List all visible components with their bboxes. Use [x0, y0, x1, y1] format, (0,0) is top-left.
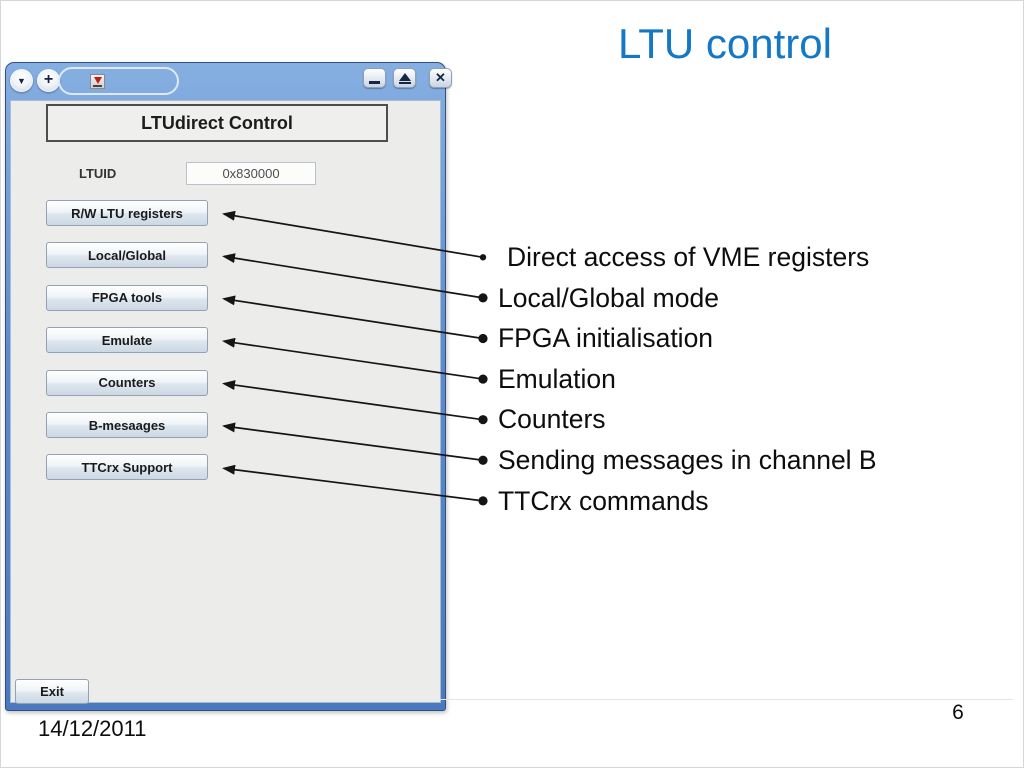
button-b-mesaages[interactable]: B-mesaages [46, 412, 208, 438]
maximize-icon [398, 72, 411, 84]
button-ttcrx-support[interactable]: TTCrx Support [46, 454, 208, 481]
bullet-item: TTCrx commands [498, 485, 709, 516]
close-icon: ✕ [435, 70, 446, 85]
maximize-button[interactable] [393, 68, 416, 88]
minimize-button[interactable] [363, 68, 386, 88]
bullet-item: Direct access of VME registers [507, 242, 870, 272]
button-fpga-tools[interactable]: FPGA tools [46, 284, 208, 311]
bullet-item: Sending messages in channel B [498, 444, 877, 475]
bullet-item: FPGA initialisation [498, 323, 714, 354]
ltuid-field[interactable] [186, 162, 316, 185]
window-menu-button[interactable]: ▼ [10, 69, 33, 92]
bullet-item: Counters [498, 404, 606, 435]
slide-title: LTU control [618, 20, 832, 67]
chevron-down-icon: ▼ [17, 75, 26, 86]
applet-icon [90, 73, 105, 89]
footer-divider [440, 699, 1013, 700]
window-body [10, 100, 441, 703]
window-tab[interactable] [58, 67, 179, 95]
page-number: 6 [952, 701, 964, 724]
button-counters[interactable]: Counters [46, 369, 208, 396]
ltu-window: ▼ + ✕ LTUdirect Control LTUID R/W LTU re… [5, 62, 452, 711]
window-titlebar[interactable]: ▼ + ✕ [6, 63, 452, 100]
minimize-icon [369, 81, 380, 84]
button-r-w-ltu-registers[interactable]: R/W LTU registers [46, 200, 208, 226]
button-emulate[interactable]: Emulate [46, 327, 208, 354]
button-local-global[interactable]: Local/Global [46, 242, 208, 269]
close-button[interactable]: ✕ [429, 68, 452, 88]
exit-button[interactable]: Exit [15, 679, 89, 704]
window-plus-button[interactable]: + [37, 69, 60, 92]
ltuid-label: LTUID [79, 166, 117, 181]
slide-date: 14/12/2011 [38, 716, 147, 741]
bullet-item: Local/Global mode [498, 282, 719, 313]
plus-icon: + [43, 70, 54, 88]
window-header: LTUdirect Control [46, 104, 388, 142]
bullet-item: Emulation [498, 363, 616, 394]
